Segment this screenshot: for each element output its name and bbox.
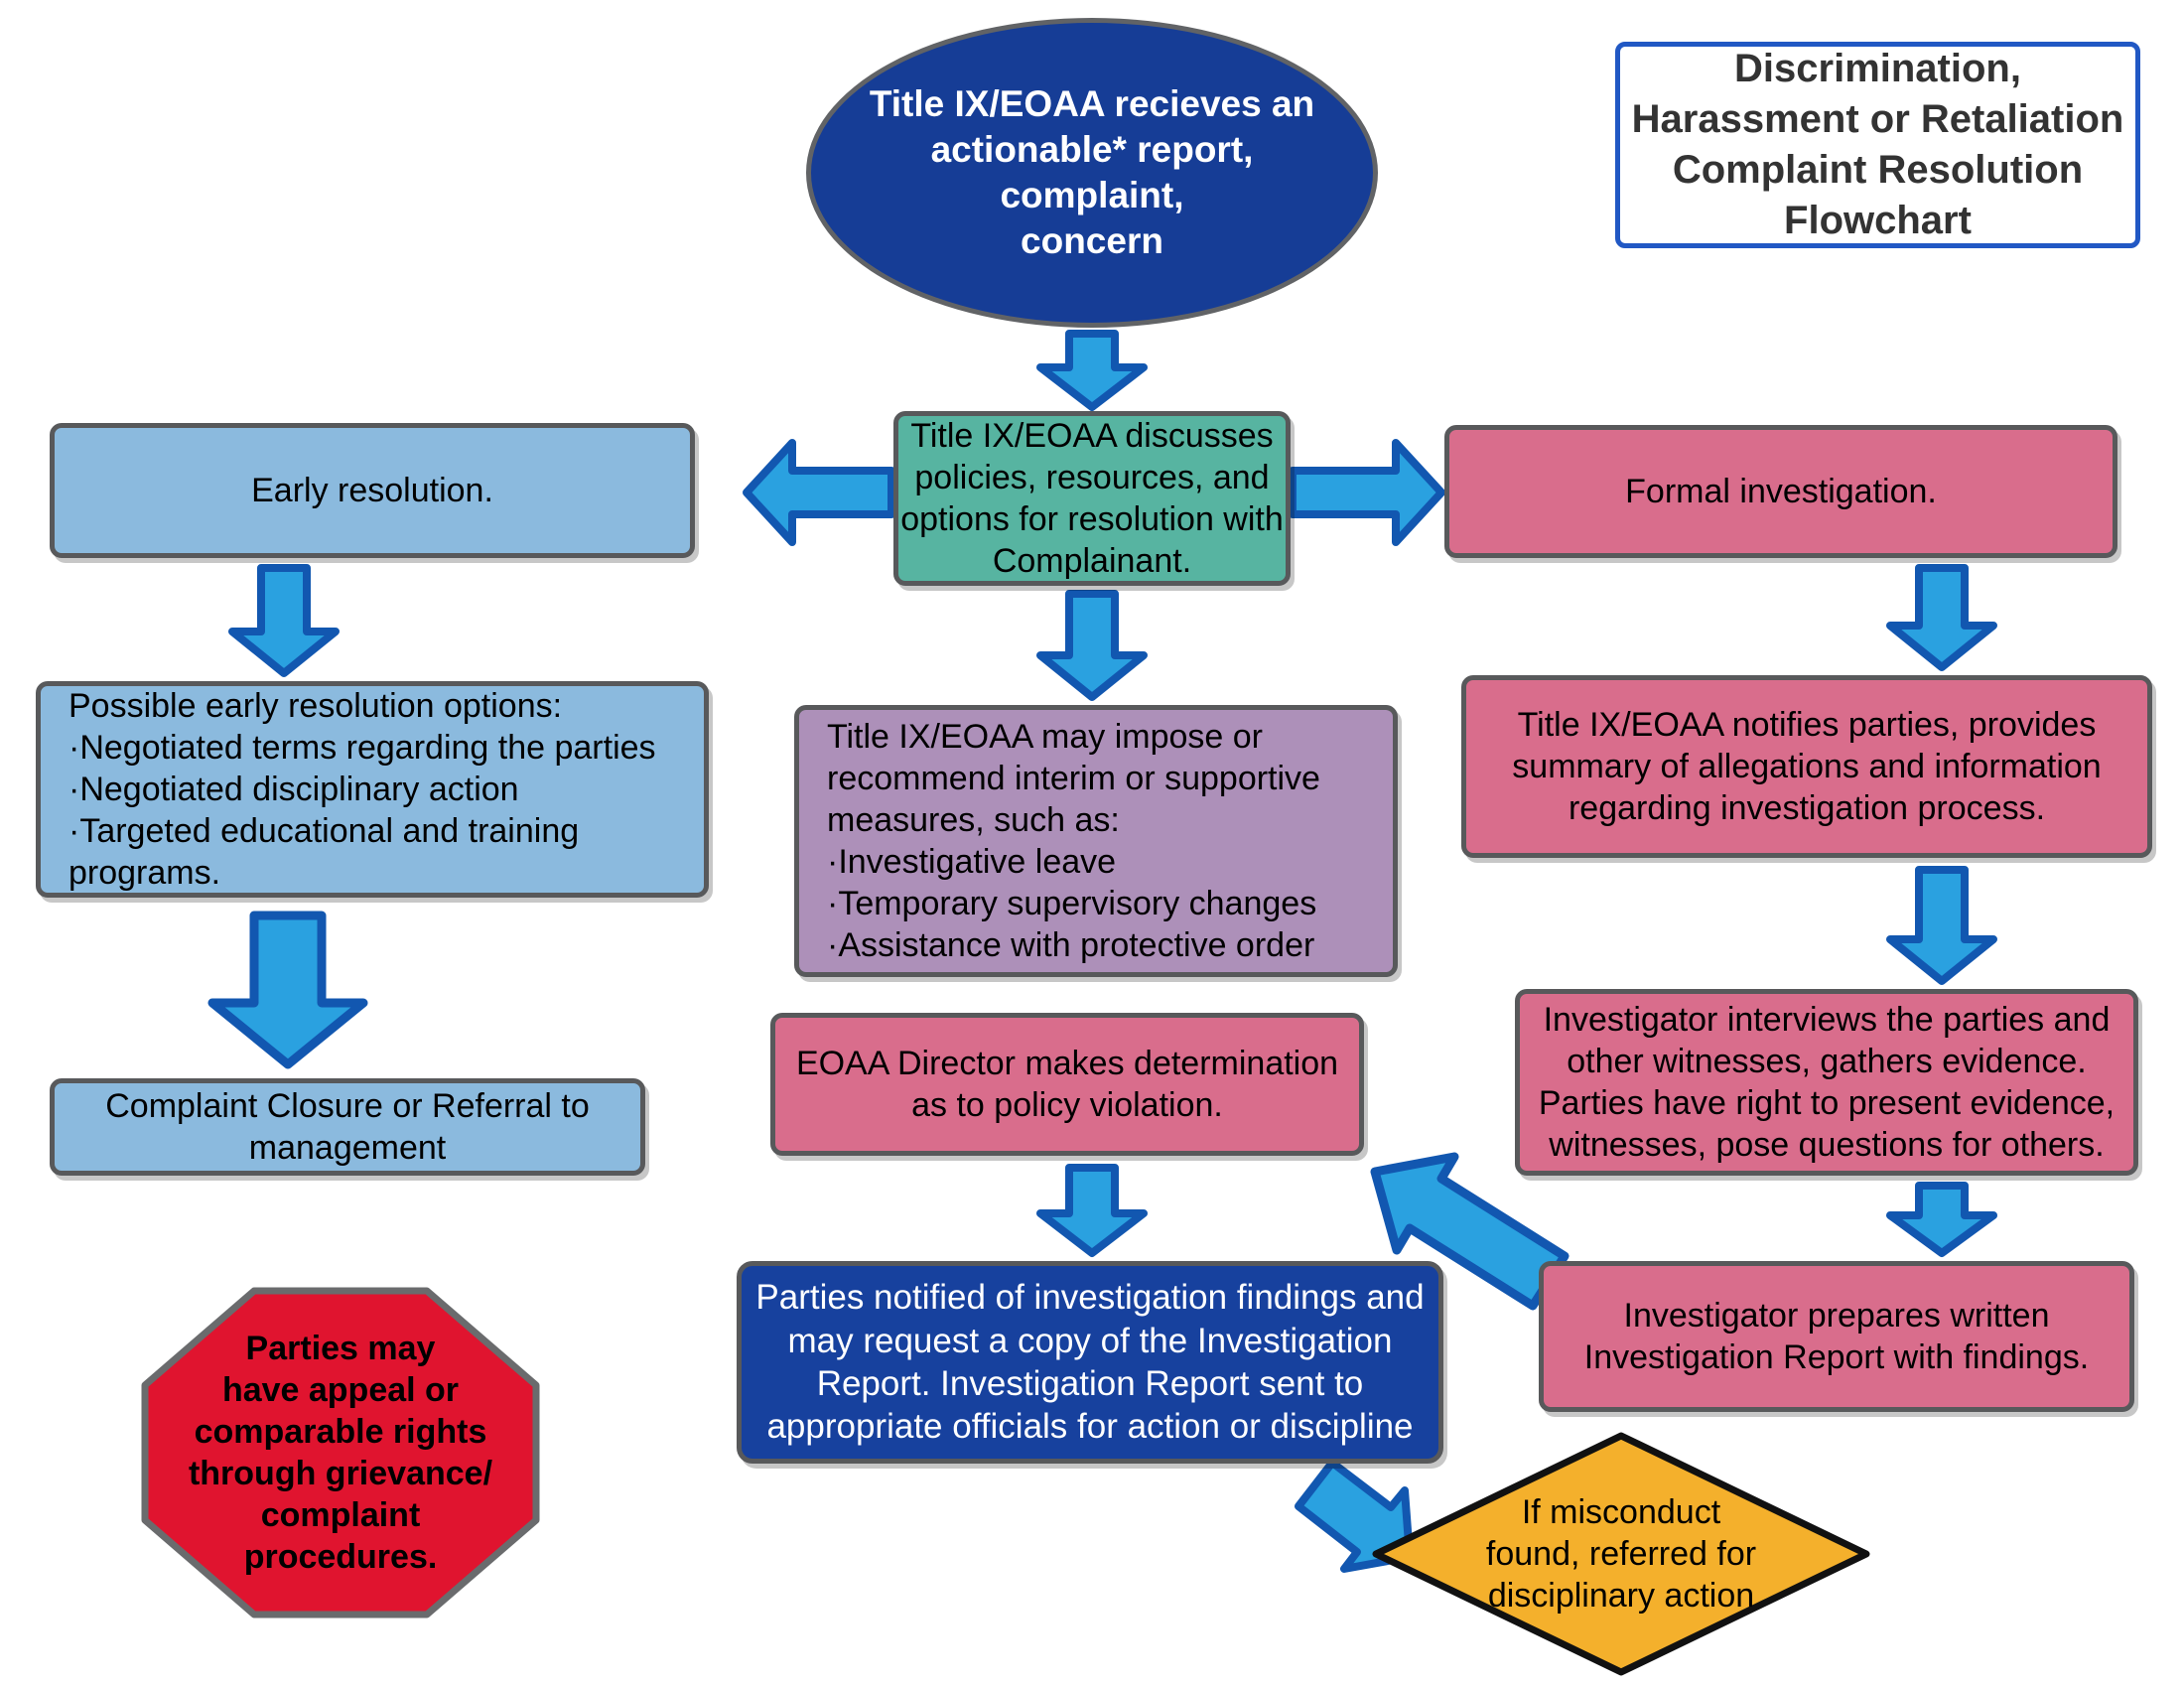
node-early-resolution: Early resolution. [50, 423, 695, 558]
flowchart-title: Discrimination, Harassment or Retaliatio… [1615, 42, 2140, 248]
node-formal-investigation: Formal investigation. [1444, 425, 2117, 558]
node-parties-notified-label: Parties notified of investigation findin… [755, 1278, 1425, 1447]
node-investigator-report: Investigator prepares written Investigat… [1539, 1261, 2134, 1412]
arrow-discuss-to-interim [1036, 590, 1148, 701]
arrow-notifies-to-interviews [1886, 866, 1997, 985]
node-misconduct-diamond: If misconduct found, referred for discip… [1376, 1436, 1866, 1672]
arrow-start-to-discuss [1036, 330, 1148, 411]
node-interim-measures-label: Title IX/EOAA may impose or recommend in… [827, 717, 1320, 965]
node-resolution-options: Possible early resolution options: ·Nego… [36, 681, 709, 898]
node-investigator-report-label: Investigator prepares written Investigat… [1583, 1296, 2090, 1376]
arrow-formal-to-notifies [1886, 564, 1997, 671]
node-notifies-parties: Title IX/EOAA notifies parties, provides… [1461, 675, 2152, 858]
arrow-prepares-to-director [1370, 1152, 1570, 1311]
misconduct-diamond-shape [1372, 1432, 1870, 1676]
arrow-options-to-closure [207, 911, 368, 1069]
node-appeal-octagon-label: Parties may have appeal or comparable ri… [188, 1329, 493, 1577]
node-resolution-options-label: Possible early resolution options: ·Nego… [68, 686, 656, 893]
node-director-determination-label: EOAA Director makes determination as to … [795, 1044, 1339, 1124]
arrow-discuss-to-formal [1289, 439, 1445, 546]
node-investigator-interviews-label: Investigator interviews the parties and … [1538, 1000, 2116, 1165]
node-discuss: Title IX/EOAA discusses policies, resour… [893, 411, 1291, 586]
arrow-notified-to-misconduct [1295, 1459, 1414, 1573]
node-complaint-closure-label: Complaint Closure or Referral to managem… [105, 1086, 590, 1167]
node-complaint-closure: Complaint Closure or Referral to managem… [50, 1078, 645, 1176]
node-investigator-interviews: Investigator interviews the parties and … [1515, 989, 2138, 1176]
node-notifies-parties-label: Title IX/EOAA notifies parties, provides… [1512, 705, 2102, 828]
node-formal-investigation-label: Formal investigation. [1625, 472, 1937, 510]
arrow-early-to-options [228, 564, 340, 677]
node-start: Title IX/EOAA recieves an actionable* re… [806, 18, 1378, 328]
appeal-octagon-shape [141, 1287, 540, 1618]
node-early-resolution-label: Early resolution. [251, 471, 493, 509]
node-director-determination: EOAA Director makes determination as to … [770, 1013, 1364, 1156]
arrow-discuss-to-early [743, 439, 895, 546]
node-discuss-label: Title IX/EOAA discusses policies, resour… [900, 416, 1284, 581]
node-start-label: Title IX/EOAA recieves an actionable* re… [869, 83, 1315, 261]
arrow-interviews-to-prepares [1886, 1182, 1997, 1257]
node-interim-measures: Title IX/EOAA may impose or recommend in… [794, 705, 1398, 977]
node-parties-notified: Parties notified of investigation findin… [737, 1261, 1443, 1464]
node-misconduct-diamond-label: If misconduct found, referred for discip… [1485, 1492, 1757, 1616]
arrow-director-to-notified [1036, 1164, 1148, 1257]
flowchart-title-label: Discrimination, Harassment or Retaliatio… [1631, 47, 2124, 242]
node-appeal-octagon: Parties may have appeal or comparable ri… [145, 1291, 536, 1615]
